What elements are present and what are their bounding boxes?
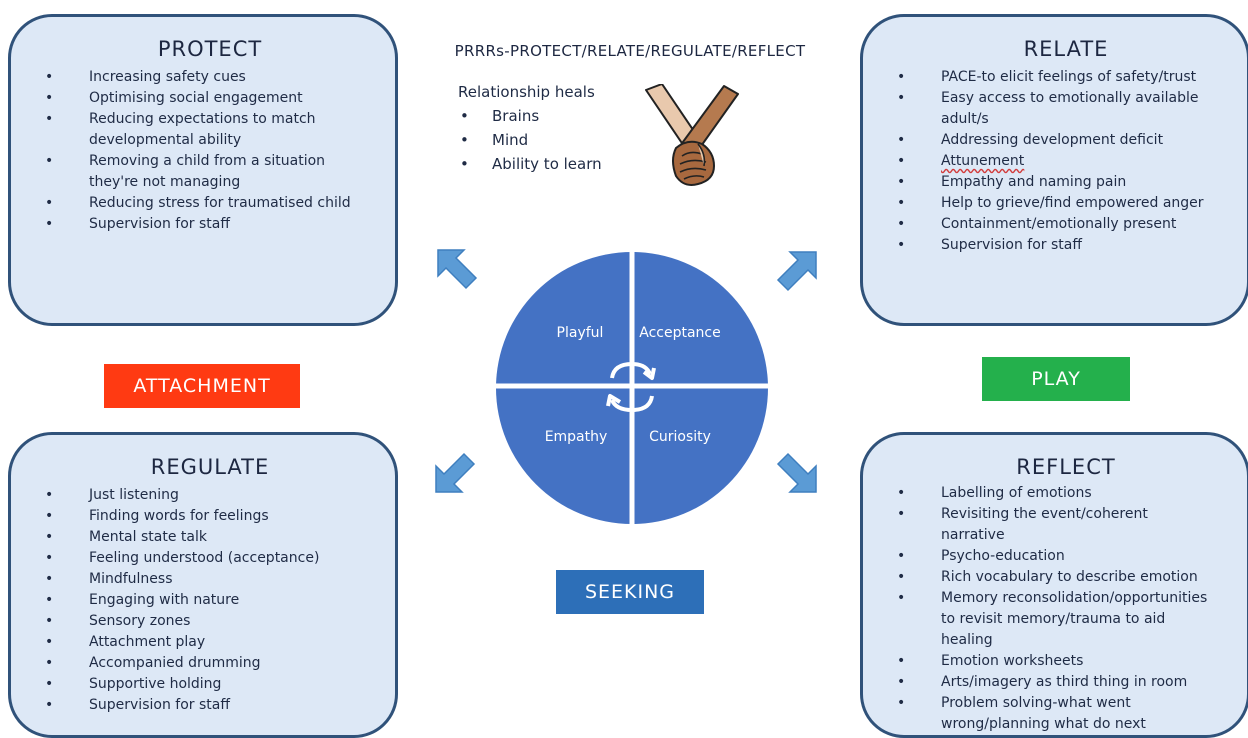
pace-empathy: Empathy [545,429,608,445]
reflect-list: Labelling of emotions Revisiting the eve… [897,483,1235,735]
list-item: Increasing safety cues [45,67,375,88]
list-item: Engaging with nature [45,590,375,611]
relationship-heals: Relationship heals Brains Mind Ability t… [458,80,648,176]
list-item: adult/s [941,111,989,127]
arrow-icon [437,249,478,290]
list-item: Addressing development deficit [897,130,1235,151]
list-item: they're not managing [89,174,241,190]
list-item: developmental ability [89,132,242,148]
list-item: Brains [458,104,648,128]
list-item: Supervision for staff [45,214,375,235]
protect-box: PROTECT Increasing safety cues Optimisin… [8,14,398,326]
list-item: Containment/emotionally present [897,214,1235,235]
list-item: Supervision for staff [45,695,375,716]
list-item: Finding words for feelings [45,506,375,527]
list-item: to revisit memory/trauma to aid [941,611,1166,627]
list-item: Reducing stress for traumatised child [45,193,375,214]
pace-circle: Playful Acceptance Empathy Curiosity [494,250,770,526]
list-item: Empathy and naming pain [897,172,1235,193]
pace-playful: Playful [557,325,604,341]
diagram-title: PRRRs-PROTECT/RELATE/REGULATE/REFLECT [454,42,806,60]
seeking-label: SEEKING [556,570,704,614]
list-item: Easy access to emotionally available [897,88,1235,109]
list-item: Sensory zones [45,611,375,632]
list-item: Help to grieve/find empowered anger [897,193,1235,214]
list-item: Feeling understood (acceptance) [45,548,375,569]
protect-list: Increasing safety cues Optimising social… [45,67,375,235]
attachment-label: ATTACHMENT [104,364,300,408]
list-item: Removing a child from a situation [45,151,375,172]
relate-list: PACE-to elicit feelings of safety/trust … [897,67,1235,256]
list-item: Memory reconsolidation/opportunities [897,588,1235,609]
pace-acceptance: Acceptance [639,325,720,341]
relationship-heals-list: Brains Mind Ability to learn [458,104,648,176]
pace-curiosity: Curiosity [649,429,711,445]
list-item: Rich vocabulary to describe emotion [897,567,1235,588]
reflect-box: REFLECT Labelling of emotions Revisiting… [860,432,1248,738]
list-item: Arts/imagery as third thing in room [897,672,1235,693]
holding-hands-icon [645,84,739,186]
protect-heading: PROTECT [157,37,263,61]
play-label: PLAY [982,357,1130,401]
list-item: Reducing expectations to match [45,109,375,130]
list-item: Mental state talk [45,527,375,548]
list-item: Supervision for staff [897,235,1235,256]
attunement-text: Attunement [941,153,1025,169]
list-item: Accompanied drumming [45,653,375,674]
list-item: Revisiting the event/coherent [897,504,1235,525]
list-item: Just listening [45,485,375,506]
regulate-heading: REGULATE [150,455,270,479]
list-item: Supportive holding [45,674,375,695]
list-item: healing [941,632,993,648]
list-item: PACE-to elicit feelings of safety/trust [897,67,1235,88]
arrow-icon [435,452,476,493]
list-item: wrong/planning what do next [941,716,1146,732]
list-item: Emotion worksheets [897,651,1235,672]
cycle-arrows-icon [606,361,656,413]
relate-box: RELATE PACE-to elicit feelings of safety… [860,14,1248,326]
list-item: Problem solving-what went [897,693,1235,714]
list-item: narrative [941,527,1005,543]
regulate-box: REGULATE Just listening Finding words fo… [8,432,398,738]
relate-heading: RELATE [1023,37,1109,61]
list-item: Optimising social engagement [45,88,375,109]
list-item: Attunement [897,151,1235,172]
regulate-list: Just listening Finding words for feeling… [45,485,375,716]
list-item: Mind [458,128,648,152]
arrow-icon [776,251,817,292]
list-item: Ability to learn [458,152,648,176]
relationship-heals-heading: Relationship heals [458,83,595,101]
list-item: Psycho-education [897,546,1235,567]
reflect-heading: REFLECT [1016,455,1116,479]
list-item: Labelling of emotions [897,483,1235,504]
list-item: Attachment play [45,632,375,653]
list-item: Mindfulness [45,569,375,590]
arrow-icon [776,452,817,493]
